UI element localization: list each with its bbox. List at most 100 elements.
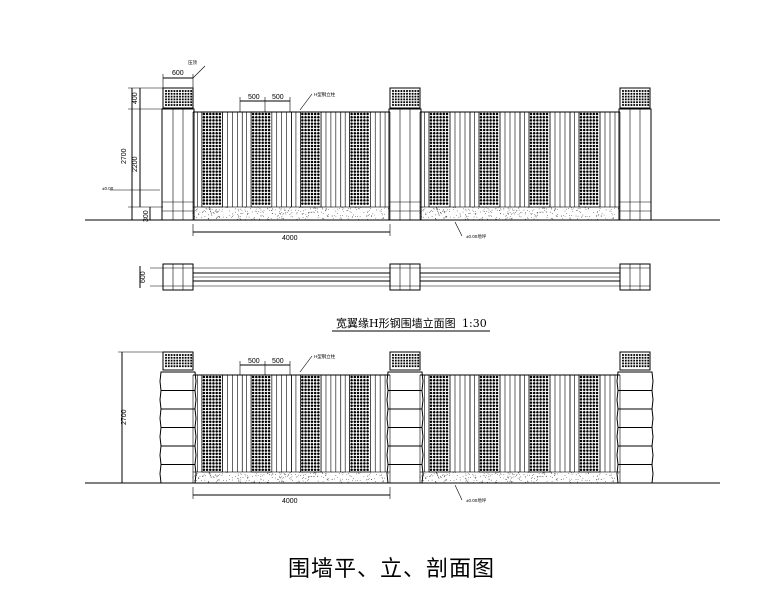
lower-slat-group [241,375,252,472]
upper-slat-group [449,112,471,207]
elevation-caption: 宽翼缘H形钢围墙立面图 [336,316,456,330]
lower-pier-stone-block [386,390,424,410]
lower-slat-group [569,375,580,472]
dim-panel-500-a: 500 [248,94,260,101]
lower-slat-group [549,375,571,472]
dim-pier-width: 600 [172,70,184,77]
lower-slat-group [419,375,430,472]
upper-slat-group [369,112,391,207]
lower-perforated-panel [428,374,451,473]
upper-pier-cap [619,87,651,109]
lower-pier-stone-block [616,371,654,391]
lower-slat-group [519,375,530,472]
lower-perforated-panel [478,374,501,473]
lower-top-note: H型钢立柱 [314,353,336,360]
upper-slat-group [569,112,580,207]
upper-slat-group [499,112,521,207]
dim-height-total: 2700 [121,148,128,164]
lower-dim-height: 2700 [121,409,128,425]
lower-slat-group [222,375,243,472]
lower-ground-note-leader [454,484,463,501]
ground-note-upper: ±0.00地坪 [466,233,487,240]
upper-perforated-panel [300,111,322,208]
lower-dim-span: 4000 [282,498,298,505]
upper-slat-group [549,112,571,207]
lower-pier-cap [619,351,651,371]
lower-pier-stone-block [616,390,654,410]
top-callout-note: H型钢立柱 [314,91,336,98]
upper-pier-cap [389,87,421,109]
dim-height-base: 300 [143,210,150,222]
lower-perforated-panel [349,374,371,473]
upper-pier-body [618,108,652,221]
upper-perforated-panel [250,111,273,208]
lower-pier-stone-block [616,445,654,465]
upper-perforated-panel [478,111,501,208]
lower-slat-group [599,375,621,472]
ground-note-lower: ±0.00地坪 [466,497,487,504]
lower-perforated-panel [578,374,601,473]
dim-span-upper: 4000 [282,235,298,242]
lower-pier-stone-block [616,427,654,447]
dim-panel-500-b: 500 [272,94,284,101]
lower-slat-group [340,375,350,472]
upper-perforated-panel [428,111,451,208]
upper-slat-group [291,112,301,207]
pier-top-note: 压顶 [188,60,197,66]
upper-perforated-panel [578,111,601,208]
lower-pier-stone-block [386,445,424,465]
lower-pier-stone-block [386,408,424,428]
side-level-note: ±0.00 [102,186,114,191]
drawing-linework [85,65,720,501]
lower-dim-500-b: 500 [272,358,284,365]
upper-slat-group [241,112,252,207]
lower-slat-group [369,375,391,472]
dim-height-panel: 2200 [132,156,139,172]
lower-plinth [192,471,391,484]
lower-perforated-panel [528,374,551,473]
upper-pier-cap [162,87,194,109]
upper-plinth [192,206,391,221]
lower-perforated-panel [250,374,273,473]
upper-pier-body [161,108,195,221]
upper-slat-group [271,112,292,207]
lower-top-note-leader [299,355,313,373]
top-note-leader [299,93,313,111]
ground-note-leader [454,221,463,237]
lower-pier-stone-block [159,464,197,484]
lower-pier-stone-block [159,445,197,465]
dim-height-cap: 400 [132,92,139,104]
lower-slat-group [291,375,301,472]
lower-slat-group [320,375,342,472]
lower-pier-cap [162,351,194,371]
lower-slat-group [469,375,480,472]
upper-perforated-panel [201,111,223,208]
lower-slat-group [192,375,203,472]
lower-pier-cap [389,351,421,371]
upper-slat-group [469,112,480,207]
upper-perforated-panel [349,111,371,208]
upper-plinth [419,206,621,221]
pier-note-leader [192,65,206,79]
lower-pier-stone-block [386,427,424,447]
lower-pier-stone-block [386,464,424,484]
lower-perforated-panel [300,374,322,473]
upper-slat-group [340,112,350,207]
upper-slat-group [599,112,621,207]
lower-pier-stone-block [159,408,197,428]
upper-perforated-panel [528,111,551,208]
lower-pier-stone-block [159,390,197,410]
lower-perforated-panel [201,374,223,473]
lower-pier-stone-block [616,408,654,428]
upper-slat-group [519,112,530,207]
lower-pier-stone-block [159,427,197,447]
lower-slat-group [499,375,521,472]
dim-plan-depth: 600 [140,271,147,283]
main-title: 围墙平、立、剖面图 [288,557,495,582]
lower-pier-stone-block [159,371,197,391]
lower-dim-500-a: 500 [248,358,260,365]
lower-pier-stone-block [616,464,654,484]
lower-slat-group [449,375,471,472]
upper-pier-body [388,108,422,221]
